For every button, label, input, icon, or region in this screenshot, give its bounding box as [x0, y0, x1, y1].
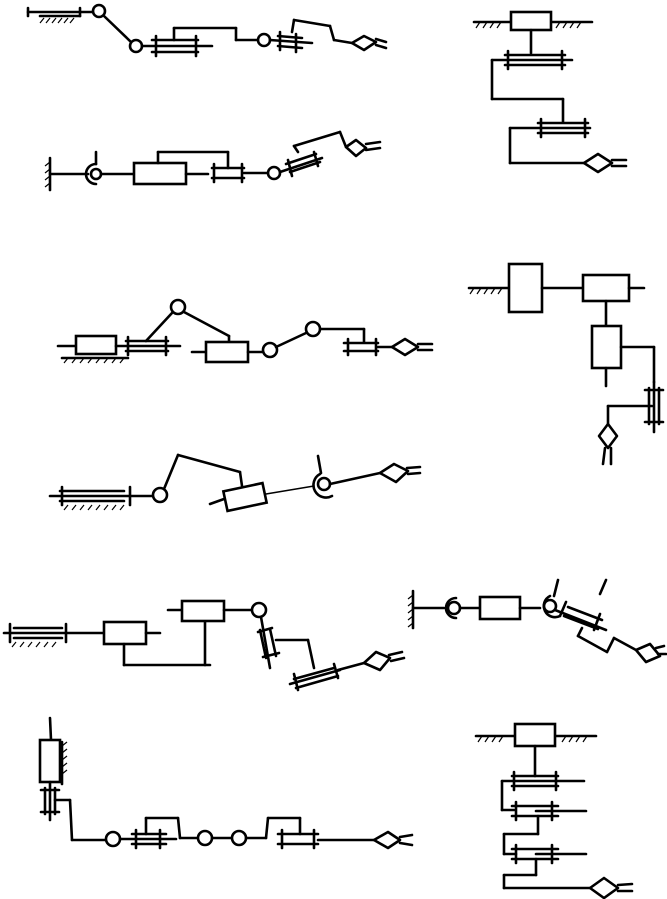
ground-hatch	[39, 17, 75, 24]
gripper	[350, 34, 378, 52]
slider-block	[581, 273, 631, 303]
revolute-joint	[266, 165, 282, 181]
slider-block	[204, 340, 250, 364]
revolute-joint	[256, 32, 272, 48]
revolute-joint	[304, 320, 322, 338]
gripper	[378, 462, 410, 484]
revolute-joint	[196, 829, 214, 847]
slider-block	[102, 620, 148, 646]
revolute-joint	[104, 830, 122, 848]
slider-block	[590, 324, 623, 370]
rotary-joint	[84, 162, 98, 186]
base-block	[513, 722, 557, 748]
scheme-6	[48, 453, 422, 513]
gripper	[634, 642, 662, 664]
ground-hatch	[63, 504, 125, 511]
rotary-joint	[312, 472, 334, 499]
gripper	[390, 337, 420, 357]
ground-hatch	[477, 735, 588, 743]
ground-hatch	[63, 357, 125, 364]
link	[102, 14, 133, 44]
slider-block	[132, 161, 188, 186]
revolute-joint	[128, 38, 144, 54]
revolute-joint	[169, 298, 187, 316]
gripper	[588, 876, 620, 899]
gripper	[344, 138, 368, 158]
revolute-joint	[91, 3, 107, 19]
base-block	[74, 334, 118, 356]
scheme-3	[44, 130, 382, 192]
scheme-1	[26, 3, 388, 58]
prismatic-joint	[276, 34, 304, 40]
scheme-2	[472, 10, 628, 174]
scheme-8	[407, 578, 667, 664]
ground-hatch	[469, 287, 503, 295]
base-block	[507, 262, 544, 314]
prismatic-joint	[566, 605, 604, 622]
slider-block	[180, 599, 226, 623]
revolute-joint	[261, 341, 279, 359]
base-block	[509, 10, 553, 32]
prismatic-joint	[292, 666, 336, 681]
scheme-4	[56, 298, 434, 364]
slider-block	[478, 595, 522, 621]
ground-hatch	[407, 594, 414, 628]
ground-hatch	[475, 21, 582, 29]
gripper	[582, 152, 614, 174]
gripper	[372, 830, 402, 850]
scheme-10	[474, 722, 634, 899]
ground-hatch	[44, 161, 51, 188]
base-block	[38, 738, 62, 784]
ground-hatch	[11, 641, 57, 648]
prismatic-joint	[284, 152, 318, 166]
scheme-9	[38, 716, 414, 850]
gripper	[597, 422, 619, 450]
prismatic-joint	[258, 628, 268, 660]
slider-block	[221, 481, 269, 513]
revolute-joint	[250, 601, 268, 619]
scheme-5	[467, 262, 665, 466]
revolute-joint	[151, 486, 169, 504]
revolute-joint	[230, 829, 248, 847]
scheme-7	[2, 599, 406, 692]
ground-hatch	[61, 741, 68, 775]
rotary-joint	[444, 596, 458, 620]
gripper	[362, 650, 392, 672]
